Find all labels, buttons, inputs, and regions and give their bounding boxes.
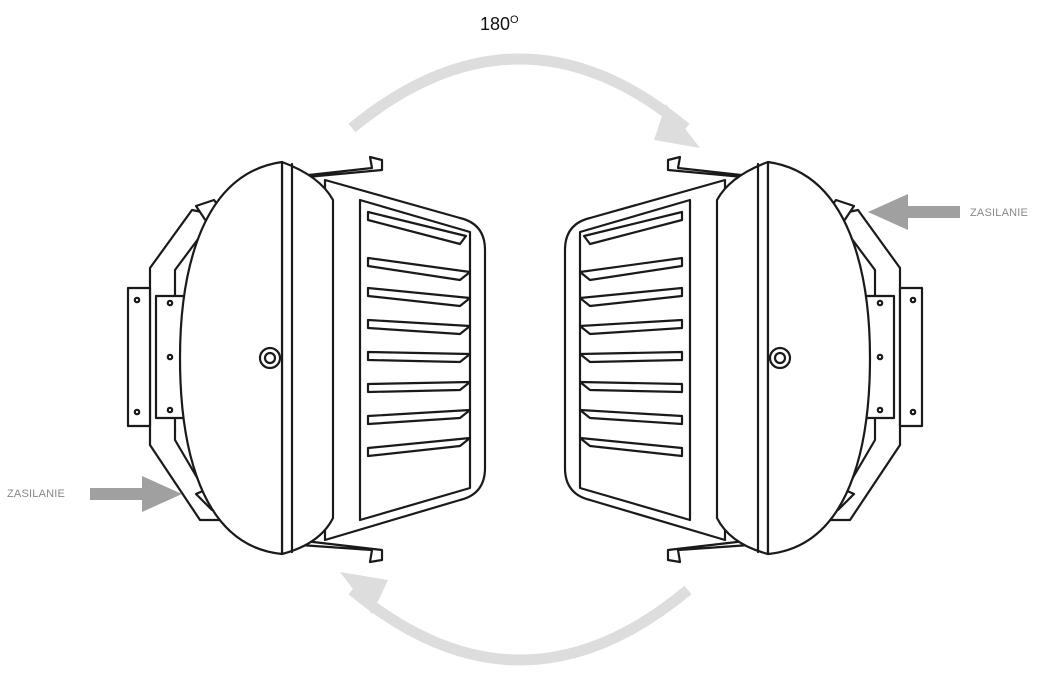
rotation-angle-value: 180: [480, 14, 511, 34]
power-label-left: ZASILANIE: [7, 488, 66, 500]
rotation-arc-top: [348, 53, 690, 133]
rotation-arrowhead-top: [654, 104, 700, 148]
power-label-right: ZASILANIE: [970, 207, 1029, 219]
rotation-arc-bottom: [348, 585, 692, 666]
supply-arrow-left: [90, 476, 182, 512]
supply-arrow-right: [868, 194, 960, 230]
heater-unit-left: [126, 155, 487, 564]
degree-symbol: O: [510, 14, 519, 26]
rotation-arrowhead-bottom: [340, 572, 388, 614]
rotation-angle-label: 180O: [480, 14, 519, 35]
heater-unit-right: [563, 155, 924, 564]
